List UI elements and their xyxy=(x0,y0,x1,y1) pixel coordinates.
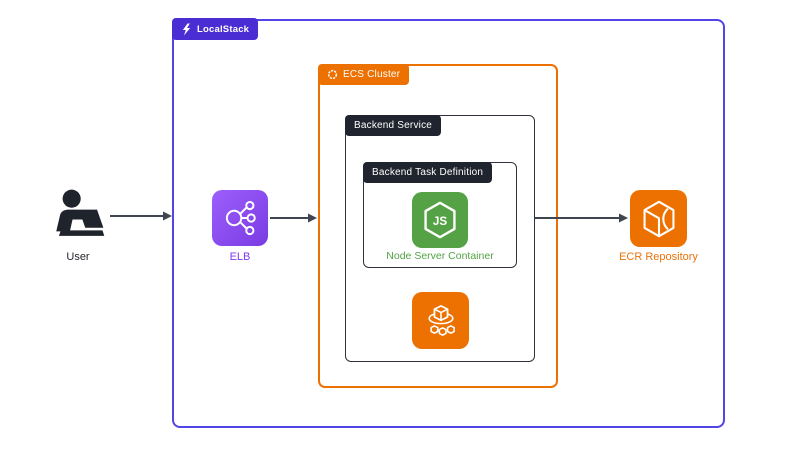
arrow-backend-service-to-ecr xyxy=(535,213,628,223)
ecs-cluster-badge: ECS Cluster xyxy=(318,64,410,85)
ecs-cluster-ring-icon xyxy=(327,69,338,80)
ecr-cube-icon xyxy=(630,190,687,247)
nodejs-hexagon-icon: JS xyxy=(412,192,468,248)
ecs-cluster-badge-label: ECS Cluster xyxy=(343,69,401,80)
user-at-laptop-icon xyxy=(49,186,107,244)
ecs-cluster-box xyxy=(318,64,558,388)
localstack-container-box xyxy=(172,19,725,428)
backend-task-definition-badge-label: Backend Task Definition xyxy=(372,167,484,178)
svg-text:JS: JS xyxy=(433,215,447,228)
backend-service-badge: Backend Service xyxy=(345,115,442,136)
node-server-container-label: Node Server Container xyxy=(386,250,494,262)
backend-task-definition-badge: Backend Task Definition xyxy=(363,162,493,183)
load-balancer-icon xyxy=(212,190,268,246)
ecr-repository-label: ECR Repository xyxy=(619,251,698,263)
localstack-badge-label: LocalStack xyxy=(197,23,250,35)
arrow-user-to-elb xyxy=(110,211,172,221)
localstack-logo-icon xyxy=(181,23,192,36)
arrow-elb-to-ecs-cluster xyxy=(270,213,317,223)
ecs-containers-icon xyxy=(412,292,469,349)
user-label: User xyxy=(66,251,90,263)
elb-label: ELB xyxy=(229,251,251,263)
backend-service-badge-label: Backend Service xyxy=(354,120,433,131)
localstack-badge: LocalStack xyxy=(172,18,259,40)
